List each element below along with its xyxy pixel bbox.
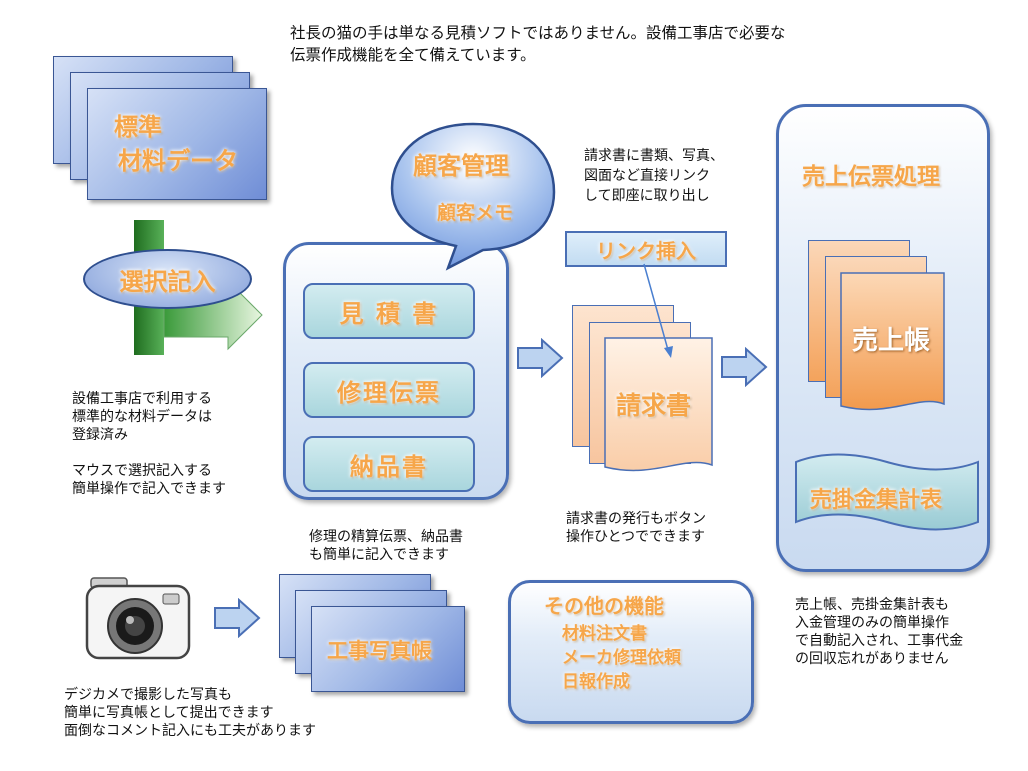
sales-description: 売上帳、売掛金集計表も 入金管理のみの簡単操作 で自動記入され、工事代金 の回収…: [795, 596, 963, 668]
other-functions-title: その他の機能: [544, 594, 664, 618]
invoice-note-line: 図面など直接リンク: [584, 168, 710, 184]
link-insert-box: リンク挿入: [565, 231, 727, 267]
invoice-desc-line: 請求書の発行もボタン: [566, 511, 706, 527]
select-entry-label: 選択記入: [119, 267, 216, 296]
material-description: 設備工事店で利用する 標準的な材料データは 登録済み マウスで選択記入する 簡単…: [72, 390, 226, 498]
other-functions-list: 材料注文書 メーカ修理依頼 日報作成: [562, 622, 681, 694]
material-desc-line: 登録済み: [72, 427, 128, 443]
material-desc-line: マウスで選択記入する: [72, 463, 212, 479]
photo-desc-line: 簡単に写真帳として提出できます: [64, 705, 274, 721]
material-desc-line: 簡単操作で記入できます: [72, 481, 226, 497]
form-repair-slip-label: 修理伝票: [337, 378, 441, 407]
invoice-note-line: 請求書に書類、写真、: [584, 148, 724, 164]
invoice-desc-line: 操作ひとつでできます: [566, 529, 706, 545]
customer-title: 顧客管理: [413, 152, 509, 180]
photo-desc-line: 面倒なコメント記入にも工夫があります: [64, 723, 316, 739]
invoice-note-line: して即座に取り出し: [584, 188, 710, 204]
album-label: 工事写真帳: [327, 639, 432, 663]
form-delivery-note-label: 納品書: [350, 452, 428, 481]
arrow-camera-to-album: [214, 598, 261, 638]
material-desc-line: 設備工事店で利用する: [72, 391, 212, 407]
forms-desc-line: 修理の精算伝票、納品書: [309, 529, 463, 545]
customer-bubble: [390, 122, 556, 271]
intro-text: 社長の猫の手は単なる見積ソフトではありません。設備工事店で必要な 伝票作成機能を…: [290, 22, 786, 66]
link-insert-arrow: [643, 263, 673, 358]
receivables-label: 売掛金集計表: [810, 488, 943, 513]
ledger-label: 売上帳: [852, 326, 931, 356]
material-card-front: 標準 材料データ: [87, 88, 267, 200]
other-function-item: メーカ修理依頼: [562, 648, 681, 668]
album-card-front: 工事写真帳: [311, 606, 465, 692]
invoice-doc-front: [604, 337, 713, 472]
photo-desc-line: デジカメで撮影した写真も: [64, 687, 232, 703]
intro-line-2: 伝票作成機能を全て備えています。: [290, 46, 536, 64]
ledger-doc-front: [840, 272, 945, 411]
invoice-description: 請求書の発行もボタン 操作ひとつでできます: [566, 510, 706, 546]
form-repair-slip: 修理伝票: [303, 362, 475, 418]
select-entry-ellipse: 選択記入: [83, 249, 252, 309]
material-card-label-1: 標準: [114, 113, 162, 141]
sales-desc-line: 売上帳、売掛金集計表も: [795, 597, 949, 613]
other-function-item: 日報作成: [562, 672, 630, 692]
forms-description: 修理の精算伝票、納品書 も簡単に記入できます: [309, 528, 463, 564]
intro-line-1: 社長の猫の手は単なる見積ソフトではありません。設備工事店で必要な: [290, 24, 786, 42]
arrow-forms-to-invoice: [517, 338, 564, 378]
other-function-item: 材料注文書: [562, 624, 647, 644]
customer-memo: 顧客メモ: [437, 202, 514, 224]
material-desc-line: [72, 444, 226, 462]
sales-desc-line: の回収忘れがありません: [795, 651, 949, 667]
sales-desc-line: 入金管理のみの簡単操作: [795, 615, 949, 631]
material-card-label-2: 材料データ: [118, 147, 238, 175]
form-estimate-label: 見 積 書: [339, 299, 439, 328]
receivables-scroll: [795, 453, 979, 531]
form-delivery-note: 納品書: [303, 436, 475, 492]
invoice-label: 請求書: [616, 391, 692, 420]
photo-description: デジカメで撮影した写真も 簡単に写真帳として提出できます 面倒なコメント記入にも…: [64, 686, 316, 740]
material-desc-line: 標準的な材料データは: [72, 409, 212, 425]
sales-title: 売上伝票処理: [802, 164, 940, 190]
link-insert-label: リンク挿入: [596, 238, 696, 263]
camera-icon: [85, 577, 191, 660]
form-estimate: 見 積 書: [303, 283, 475, 339]
invoice-note: 請求書に書類、写真、 図面など直接リンク して即座に取り出し: [584, 146, 724, 206]
forms-desc-line: も簡単に記入できます: [309, 547, 449, 563]
arrow-invoice-to-sales: [721, 347, 768, 387]
other-functions-panel: [508, 580, 754, 724]
sales-desc-line: で自動記入され、工事代金: [795, 633, 964, 649]
